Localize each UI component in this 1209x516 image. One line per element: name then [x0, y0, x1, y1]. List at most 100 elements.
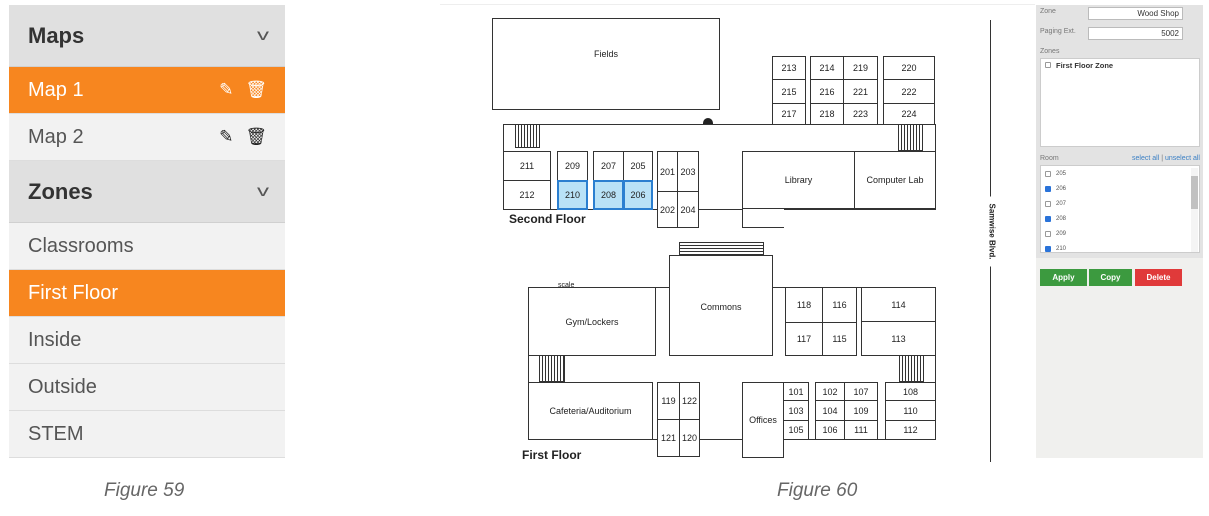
zones-header-label: Zones: [28, 178, 93, 204]
room[interactable]: 218: [810, 103, 844, 125]
zone-item[interactable]: Inside: [9, 317, 285, 364]
select-all-link[interactable]: select all: [1132, 155, 1160, 162]
room[interactable]: 213: [772, 56, 806, 80]
trash-icon[interactable]: 🗑: [245, 127, 267, 146]
room[interactable]: 201: [657, 151, 678, 192]
room[interactable]: 204: [677, 191, 699, 228]
room[interactable]: 112: [885, 420, 936, 440]
unselect-all-link[interactable]: unselect all: [1164, 155, 1200, 162]
room[interactable]: 105: [783, 420, 809, 440]
room[interactable]: 211: [503, 151, 551, 181]
checkbox[interactable]: [1045, 215, 1051, 222]
room[interactable]: 115: [822, 322, 857, 356]
room-checkbox-row[interactable]: 210: [1041, 241, 1199, 252]
room[interactable]: 116: [822, 287, 857, 323]
room[interactable]: 108: [885, 382, 936, 401]
room[interactable]: 102: [815, 382, 845, 401]
room-checkbox-row[interactable]: 208: [1041, 211, 1199, 226]
room[interactable]: 107: [844, 382, 878, 401]
room[interactable]: 203: [677, 151, 699, 192]
room[interactable]: 202: [657, 191, 678, 228]
room[interactable]: 114: [861, 287, 936, 322]
chevron-down-icon[interactable]: v: [257, 182, 269, 200]
zones-section-header[interactable]: Zones v: [9, 161, 285, 223]
map-label: Map 1: [28, 78, 84, 101]
pencil-icon[interactable]: ✎: [219, 80, 234, 99]
room[interactable]: 119: [657, 382, 680, 420]
room[interactable]: 113: [861, 321, 936, 356]
room[interactable]: 101: [783, 382, 809, 401]
room[interactable]: 224: [883, 103, 935, 125]
paging-ext-input[interactable]: 5002: [1088, 27, 1183, 40]
map-item-2[interactable]: Map 2✎🗑: [9, 114, 285, 161]
zone-name-input[interactable]: Wood Shop: [1088, 7, 1183, 20]
checkbox[interactable]: [1045, 170, 1051, 177]
room[interactable]: 118: [785, 287, 823, 323]
room[interactable]: 106: [815, 420, 845, 440]
room[interactable]: 104: [815, 400, 845, 421]
checkbox[interactable]: [1045, 200, 1051, 207]
zones-list: First Floor Zone: [1040, 58, 1200, 147]
zones-label: Zones: [1040, 48, 1060, 55]
room[interactable]: 122: [679, 382, 700, 420]
apply-button[interactable]: Apply: [1040, 269, 1087, 286]
room-highlighted[interactable]: 208: [593, 180, 624, 210]
room[interactable]: 109: [844, 400, 878, 421]
delete-button[interactable]: Delete: [1135, 269, 1182, 286]
room-gym[interactable]: Gym/Lockers: [528, 287, 656, 356]
stairs: [515, 124, 540, 148]
room-cafeteria[interactable]: Cafeteria/Auditorium: [528, 382, 653, 440]
room[interactable]: 111: [844, 420, 878, 440]
zone-item[interactable]: Outside: [9, 364, 285, 411]
scrollbar[interactable]: [1191, 168, 1198, 252]
zone-item[interactable]: Classrooms: [9, 223, 285, 270]
room[interactable]: 103: [783, 400, 809, 421]
room[interactable]: 220: [883, 56, 935, 80]
room-fields[interactable]: Fields: [492, 18, 720, 110]
room[interactable]: 214: [810, 56, 844, 80]
room[interactable]: 217: [772, 103, 806, 125]
room-checkbox-row[interactable]: 207: [1041, 196, 1199, 211]
room[interactable]: 221: [843, 79, 878, 104]
zone-item[interactable]: First Floor: [9, 270, 285, 317]
room[interactable]: 207: [593, 151, 624, 181]
room-checkbox-row[interactable]: 209: [1041, 226, 1199, 241]
room-computer-lab[interactable]: Computer Lab: [854, 151, 936, 209]
room[interactable]: 219: [843, 56, 878, 80]
room[interactable]: 205: [623, 151, 653, 181]
room[interactable]: 216: [810, 79, 844, 104]
checkbox[interactable]: [1045, 185, 1051, 192]
chevron-down-icon[interactable]: v: [257, 26, 269, 44]
room[interactable]: 212: [503, 180, 551, 210]
checkbox[interactable]: [1045, 230, 1051, 237]
room-commons[interactable]: Commons: [669, 255, 773, 356]
room-library[interactable]: Library: [742, 151, 855, 209]
room-offices[interactable]: Offices: [742, 382, 784, 458]
room-highlighted[interactable]: 206: [623, 180, 653, 210]
checkbox[interactable]: [1045, 62, 1051, 68]
zone-label: Zone: [1040, 8, 1056, 15]
map-item-1[interactable]: Map 1 ✎ 🗑: [9, 67, 285, 114]
room[interactable]: 110: [885, 400, 936, 421]
room-option-label: 210: [1056, 245, 1067, 252]
room[interactable]: 223: [843, 103, 878, 125]
room[interactable]: 222: [883, 79, 935, 104]
copy-button[interactable]: Copy: [1089, 269, 1132, 286]
room[interactable]: 117: [785, 322, 823, 356]
zone-item[interactable]: STEM: [9, 411, 285, 458]
room[interactable]: 215: [772, 79, 806, 104]
room[interactable]: 209: [557, 151, 588, 181]
stairs: [679, 242, 764, 255]
zone-checkbox-row[interactable]: First Floor Zone: [1041, 59, 1199, 71]
second-floor-label: Second Floor: [509, 212, 586, 226]
first-floor-label: First Floor: [522, 448, 582, 462]
room[interactable]: 121: [657, 419, 680, 457]
trash-icon[interactable]: 🗑: [245, 80, 267, 99]
checkbox[interactable]: [1045, 245, 1051, 252]
pencil-icon[interactable]: ✎: [219, 127, 234, 146]
room-highlighted[interactable]: 210: [557, 180, 588, 210]
room-checkbox-row[interactable]: 205: [1041, 166, 1199, 181]
room[interactable]: 120: [679, 419, 700, 457]
room-checkbox-row[interactable]: 206: [1041, 181, 1199, 196]
